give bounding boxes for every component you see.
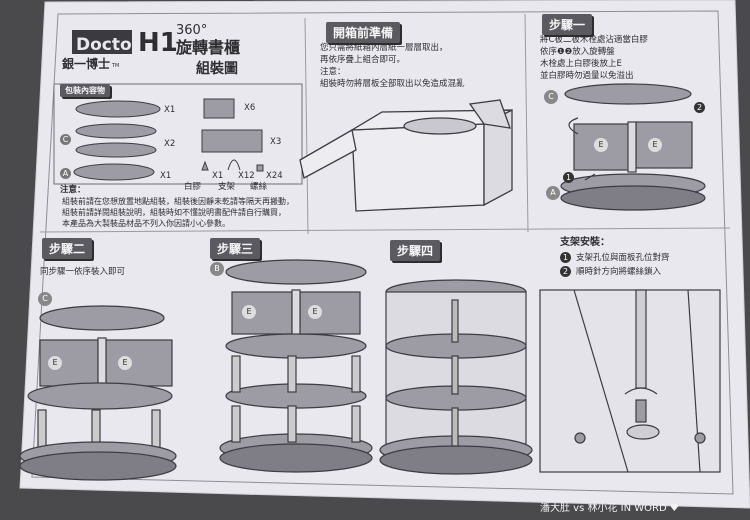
watermark-text: 潘大肚 vs 林小花 IN WORD ♥ — [540, 503, 679, 514]
marker-e-1: E — [594, 138, 608, 152]
step3-illustration — [219, 259, 373, 473]
part-marker-a: A — [60, 168, 71, 179]
step1-illustration — [560, 83, 706, 211]
product-subtitle: 組裝圖 — [196, 61, 238, 77]
label-glue: 白膠 — [184, 182, 202, 192]
step2-marker-c: C — [38, 292, 52, 306]
stand-install-line-1: 支架孔位與面板孔位對齊 — [576, 253, 670, 263]
divider-line — [304, 17, 309, 235]
parts-illustrations — [73, 98, 264, 181]
step4-illustration — [379, 279, 533, 475]
qty-large-board: X1 — [164, 105, 176, 115]
unbox-header: 開箱前準備 — [326, 22, 401, 43]
unbox-line-4: 組裝時勿將層板全部取出以免造成混亂 — [320, 79, 465, 89]
divider-line — [524, 13, 529, 233]
stand-step-number-1: 1 — [560, 252, 571, 263]
label-stand: 支架 — [218, 182, 236, 192]
divider-line — [39, 227, 731, 233]
unbox-line-1: 您只需將紙箱內層紙一層層取出， — [320, 43, 448, 53]
marker-c: C — [544, 90, 558, 104]
step2-text: 同步驟一依序裝入即可 — [40, 267, 126, 277]
unbox-line-2: 再依序疊上組合即可。 — [320, 55, 406, 65]
qty-glue: X1 — [212, 171, 224, 181]
model-number: H1 — [138, 28, 178, 58]
step1-line-3: 木栓處上白膠後放上E — [540, 59, 622, 69]
part-marker-c: C — [60, 134, 71, 145]
unbox-line-3: 注意： — [320, 67, 346, 77]
svg-text:Doctor: Doctor — [76, 35, 141, 55]
step2-marker-e-1: E — [48, 356, 62, 370]
notes-line-1: 組裝前請在您想放置地點組裝，組裝後因靜未乾請等隔天再搬動， — [62, 197, 294, 206]
step1-line-2: 依序❶❷放入旋轉盤 — [540, 47, 615, 57]
step2-marker-e-2: E — [118, 356, 132, 370]
qty-screw: X24 — [266, 171, 283, 181]
open-box-illustration — [299, 99, 513, 212]
brand-sub: 銀一博士 — [62, 57, 111, 71]
qty-base: X1 — [160, 171, 172, 181]
step3-header: 步驟三 — [210, 238, 261, 259]
step1-line-1: 將C板二板木栓處沾適當白膠 — [540, 35, 648, 45]
step2-illustration — [19, 305, 177, 481]
qty-divider-e: X6 — [244, 103, 256, 113]
product-name: 旋轉書櫃 — [176, 38, 241, 57]
qty-long-board: X3 — [270, 137, 282, 147]
parts-header: 包裝內容物 — [60, 84, 110, 97]
label-screw: 螺絲 — [250, 182, 268, 192]
stand-step-number-2: 2 — [560, 266, 571, 277]
step1-line-4: 並白膠時勿過量以免溢出 — [540, 71, 634, 81]
step3-marker-e-1: E — [242, 305, 256, 319]
stand-install-header: 支架安裝： — [560, 237, 610, 248]
notes-line-2: 組裝前請詳閱組裝說明，組裝時如不懂說明書配件請自行購買， — [62, 208, 286, 217]
step1-number-2: 2 — [694, 102, 705, 113]
step3-marker-e-2: E — [308, 305, 322, 319]
marker-e-2: E — [648, 138, 662, 152]
stand-install-illustration — [539, 289, 721, 473]
marker-a: A — [546, 186, 560, 200]
qty-middle-boards: X2 — [164, 139, 176, 149]
step4-header: 步驟四 — [390, 240, 441, 261]
degrees-label: 360° — [176, 23, 208, 38]
step3-marker-b: B — [210, 262, 224, 276]
step2-header: 步驟二 — [42, 238, 93, 259]
brand-tm: TM — [112, 63, 120, 69]
stand-install-line-2: 順時針方向將螺絲鎖入 — [576, 267, 662, 277]
notes-title: 注意： — [60, 185, 86, 195]
parts-box — [53, 83, 303, 185]
notes-line-3: 本產品為大製裝品材品不列入你因請小心參數。 — [62, 219, 230, 228]
qty-stand: X12 — [238, 171, 255, 181]
step1-header: 步驟一 — [542, 14, 593, 35]
step1-number-1: 1 — [563, 172, 574, 183]
brand-logo: Doctor — [72, 30, 141, 55]
